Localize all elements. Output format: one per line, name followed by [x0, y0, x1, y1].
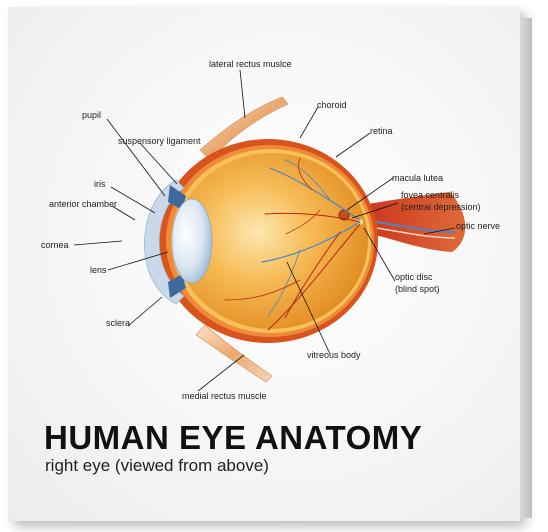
- vitreous-body-shape: [176, 153, 368, 329]
- label-anterior-chamber: anterior chamber: [49, 199, 117, 209]
- label-macula-lutea: macula lutea: [392, 173, 443, 183]
- label-sclera: sclera: [106, 318, 130, 328]
- cornea-shape: [144, 179, 185, 305]
- lens-shape: [171, 198, 213, 284]
- label-pupil: pupil: [82, 110, 101, 120]
- label-lens: lens: [90, 265, 107, 275]
- medial-rectus-muscle: [195, 324, 273, 383]
- label-fovea-central-depression: (central depression): [401, 202, 481, 212]
- iris-shape: [168, 185, 186, 210]
- label-fovea-centralis: fovea centralis: [401, 190, 460, 200]
- label-optic-disc: optic disc: [395, 272, 433, 282]
- poster-edge: [520, 18, 532, 518]
- label-vitreous-body: vitreous body: [307, 350, 361, 360]
- label-cornea: cornea: [41, 240, 69, 250]
- poster-title: HUMAN EYE ANATOMY: [44, 419, 423, 456]
- label-optic-nerve: optic nerve: [456, 221, 500, 231]
- blood-vessels: [224, 157, 361, 331]
- label-suspensory-ligament: suspensory ligament: [118, 136, 201, 146]
- label-blind-spot: (blind spot): [395, 284, 440, 294]
- label-medial-rectus: medial rectus muscle: [182, 391, 267, 401]
- label-retina: retina: [370, 126, 393, 136]
- leader-lines: [73, 69, 456, 392]
- lateral-rectus-muscle: [199, 96, 289, 161]
- label-iris: iris: [94, 179, 106, 189]
- poster-subtitle: right eye (viewed from above): [45, 456, 269, 475]
- iris-shape-lower: [168, 274, 186, 298]
- label-choroid: choroid: [317, 100, 347, 110]
- label-lateral-rectus: lateral rectus muslce: [209, 59, 292, 69]
